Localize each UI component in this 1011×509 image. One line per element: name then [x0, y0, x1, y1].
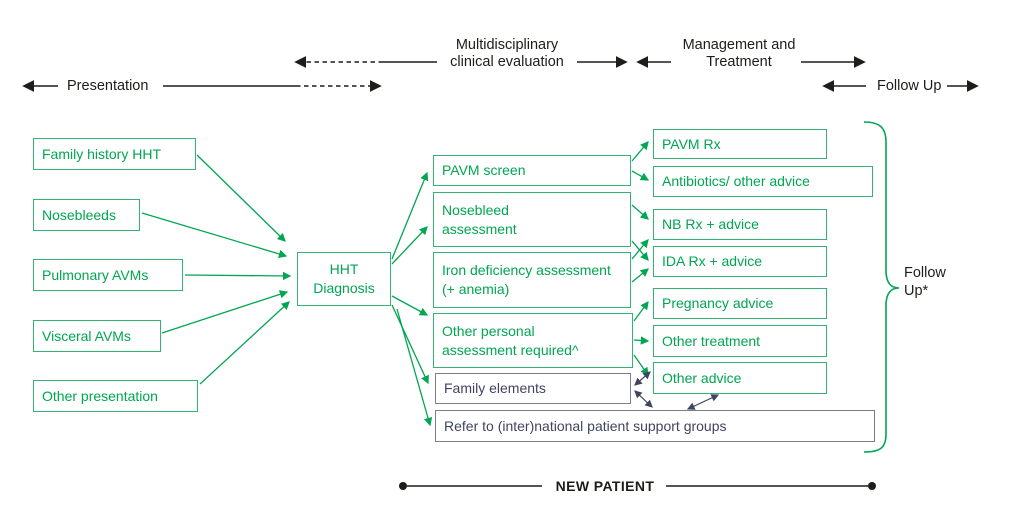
box-hht-diagnosis: HHT Diagnosis [297, 252, 391, 306]
arrow-diagnosis-to-support-groups [396, 308, 433, 427]
box-family-history-hht: Family history HHT [33, 138, 196, 170]
arrow-support-groups-other-advice [686, 394, 720, 410]
arrow-diagnosis-to-pavm-screen [391, 171, 429, 260]
phase-label-follow-up: Follow Up [877, 78, 942, 94]
box-other-treatment: Other treatment [653, 325, 827, 357]
phase-label-evaluation: Multidisciplinary clinical evaluation [450, 37, 564, 70]
box-ida-rx-advice: IDA Rx + advice [653, 246, 827, 277]
box-pulmonary-avms: Pulmonary AVMs [33, 259, 183, 291]
new-patient-label: NEW PATIENT [555, 478, 655, 494]
box-visceral-avms: Visceral AVMs [33, 320, 161, 352]
box-pavm-rx: PAVM Rx [653, 129, 827, 159]
box-iron-deficiency-assessment: Iron deficiency assessment (+ anemia) [433, 252, 631, 308]
box-nosebleeds: Nosebleeds [33, 199, 140, 231]
box-pregnancy-advice: Pregnancy advice [653, 288, 827, 319]
arrow-diagnosis-to-other-personal-assessment [391, 295, 429, 316]
arrow-other-personal-to-pregnancy-advice [633, 300, 649, 322]
follow-up-brace-label: Follow Up* [904, 265, 946, 299]
arrow-nosebleed-to-nb-rx [631, 204, 649, 220]
box-other-presentation: Other presentation [33, 380, 198, 412]
arrow-other-personal-to-other-treatment [633, 336, 650, 345]
arrow-pavm-screen-to-pavm-rx [631, 141, 649, 162]
arrow-nosebleeds-to-diagnosis [141, 212, 288, 258]
arrow-family-history-to-diagnosis [196, 154, 286, 242]
arrow-pulmonary-avms-to-diagnosis [184, 271, 292, 281]
arrow-visceral-avms-to-diagnosis [161, 290, 289, 334]
box-family-elements: Family elements [435, 373, 631, 404]
arrow-iron-deficiency-to-ida-rx [631, 268, 649, 283]
arrow-pavm-screen-to-antibiotics [631, 170, 650, 181]
box-antibiotics-other-advice: Antibiotics/ other advice [653, 166, 873, 197]
box-nb-rx-advice: NB Rx + advice [653, 209, 827, 240]
arrow-family-elements-support-groups [634, 390, 653, 408]
box-nosebleed-assessment: Nosebleed assessment [433, 192, 631, 247]
box-refer-support-groups: Refer to (inter)national patient support… [435, 410, 875, 442]
arrow-nosebleed-to-ida-rx [631, 240, 649, 261]
new-patient-left-dot [399, 482, 407, 490]
arrow-family-elements-other-advice [634, 371, 651, 386]
box-pavm-screen: PAVM screen [433, 155, 631, 186]
arrow-other-presentation-to-diagnosis [199, 301, 290, 385]
phase-label-management: Management and Treatment [682, 37, 796, 70]
box-other-personal-assessment: Other personal assessment required^ [433, 313, 633, 368]
box-other-advice: Other advice [653, 362, 827, 394]
arrow-diagnosis-to-nosebleed-assessment [391, 226, 428, 265]
arrow-diagnosis-to-family-elements [391, 304, 429, 385]
arrow-iron-deficiency-to-nb-rx [631, 239, 649, 260]
new-patient-right-dot [868, 482, 876, 490]
phase-label-presentation: Presentation [67, 78, 149, 94]
arrow-other-personal-to-other-advice [633, 354, 649, 377]
